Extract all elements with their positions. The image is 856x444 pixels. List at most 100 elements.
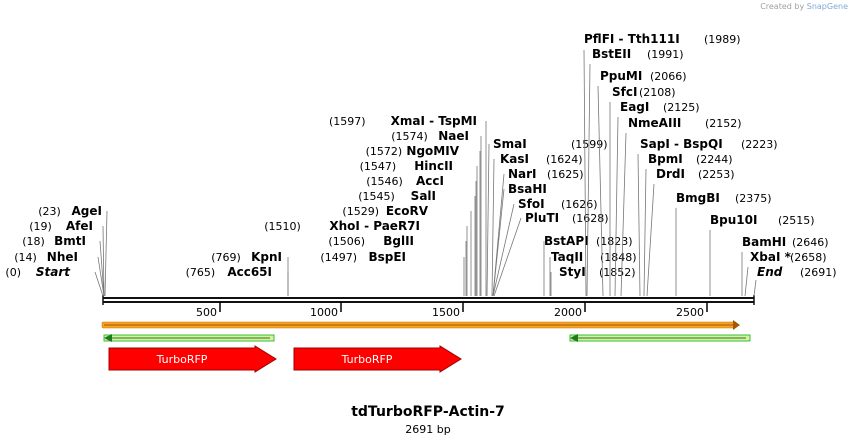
sequence-line-top <box>103 297 754 299</box>
snapgene-credit: Created by SnapGene <box>760 2 848 11</box>
restriction-site: BglII (1506) <box>328 234 467 296</box>
site-position: (1510) <box>264 220 301 233</box>
site-position: (765) <box>186 266 216 279</box>
restriction-site: HincII(1547) <box>360 159 478 296</box>
restriction-site: XmaI - TspMI(1597) <box>329 114 487 296</box>
site-leader-line <box>486 143 490 297</box>
site-leader-line <box>620 132 627 297</box>
site-name: AfeI <box>66 219 93 233</box>
site-position: (2691) <box>800 266 837 279</box>
restriction-site: NaeI (1574) <box>391 129 482 296</box>
site-leader-line <box>744 266 749 297</box>
site-position: (1506) <box>328 235 365 248</box>
site-name: Bpu10I <box>710 213 757 227</box>
site-position: (1628) <box>572 212 609 225</box>
site-position: (1624) <box>546 153 583 166</box>
site-leader-line <box>637 153 641 297</box>
ruler-tick-label: 500 <box>196 306 217 319</box>
site-position: (1626) <box>561 198 598 211</box>
restriction-site: End (2691) <box>753 265 837 297</box>
restriction-site: XhoI - PaeR7I(1510) <box>264 219 468 296</box>
site-leader-line <box>597 85 604 297</box>
site-name: NaeI <box>438 129 469 143</box>
site-leader-line <box>94 271 104 297</box>
site-name: XmaI - TspMI <box>391 114 477 128</box>
site-name: SapI - BspQI <box>640 137 723 151</box>
site-position: (2253) <box>698 168 735 181</box>
site-position: (2244) <box>696 153 733 166</box>
site-position: (2125) <box>663 101 700 114</box>
site-name: NarI <box>508 167 537 181</box>
restriction-site: AccI (1546) <box>366 174 477 296</box>
site-name: AgeI <box>72 204 102 218</box>
ruler-tick-label: 2500 <box>676 306 704 319</box>
site-name: AccI <box>416 174 444 188</box>
site-name: NgoMIV <box>406 144 459 158</box>
restriction-site: SalI (1545) <box>358 189 476 296</box>
restriction-site: StyI(1852) <box>550 265 636 296</box>
restriction-site: BsaHI <box>492 182 547 297</box>
site-name: SmaI <box>493 137 527 151</box>
site-position: (1545) <box>358 190 395 203</box>
restriction-site: BmgBI (2375) <box>675 191 772 296</box>
restriction-site: BmtI(18) <box>22 234 105 297</box>
snapgene-logo-text: SnapGene <box>806 2 848 11</box>
feature-arrow <box>108 345 277 373</box>
site-position: (14) <box>14 251 37 264</box>
feature-label: TurboRFP <box>156 353 208 366</box>
restriction-site: Bpu10I(2515) <box>709 213 815 296</box>
site-name: End <box>757 265 783 279</box>
site-leader-line <box>583 49 587 297</box>
site-position: (0) <box>5 266 21 279</box>
site-position: (1823) <box>596 235 633 248</box>
site-position: (1848) <box>600 251 637 264</box>
site-leader-line <box>97 256 105 297</box>
feature-turborfp: TurboRFP <box>293 345 462 373</box>
feature-turborfp: TurboRFP <box>108 345 277 373</box>
site-position: (1572) <box>366 145 403 158</box>
restriction-site: EagI(2125) <box>614 100 700 297</box>
site-position: (2646) <box>792 236 829 249</box>
site-name: NmeAIII <box>628 116 681 130</box>
site-name: BmgBI <box>676 191 720 205</box>
site-leader-line <box>614 116 619 297</box>
feature-label: TurboRFP <box>341 353 393 366</box>
orf-green-arrowhead-left <box>104 334 112 342</box>
ruler-tick-label: 1500 <box>432 306 460 319</box>
site-name: EcoRV <box>386 204 429 218</box>
site-position: (2152) <box>705 117 742 130</box>
site-leader-line <box>104 210 108 297</box>
site-position: (2108) <box>639 86 676 99</box>
orf-orange-arrowhead <box>733 320 740 330</box>
ruler-tick-label: 2000 <box>554 306 582 319</box>
restriction-site: BamHI(2646) <box>741 235 829 296</box>
site-name: BstEII <box>592 47 631 61</box>
orf-green-arrowhead-right <box>570 334 578 342</box>
restriction-site: XbaI *(2658) <box>744 250 827 297</box>
ruler-tick-label: 1000 <box>310 306 338 319</box>
site-leader-line <box>492 188 505 297</box>
site-name: SalI <box>411 189 436 203</box>
site-leader-line <box>753 279 757 297</box>
restriction-site: Start(0) <box>5 265 104 297</box>
site-leader-line <box>643 168 647 297</box>
site-position: (1574) <box>391 130 428 143</box>
site-name: BstAPI <box>544 234 589 248</box>
restriction-site: BpmI (2244) <box>643 152 733 297</box>
site-name: BglII <box>383 234 414 248</box>
site-name: SfoI <box>518 197 545 211</box>
site-name: Acc65I <box>227 265 272 279</box>
site-leader-line <box>102 225 105 297</box>
restriction-site: BstEII(1991) <box>586 47 684 297</box>
site-name: KasI <box>500 152 529 166</box>
site-name: BpmI <box>648 152 683 166</box>
map-length: 2691 bp <box>405 423 451 436</box>
site-position: (1625) <box>547 168 584 181</box>
site-name: TaqII <box>551 250 583 264</box>
site-position: (2223) <box>741 138 778 151</box>
site-position: (2375) <box>735 192 772 205</box>
restriction-site: BspEI(1497) <box>320 250 465 296</box>
site-position: (1546) <box>366 175 403 188</box>
site-name: SfcI <box>612 85 637 99</box>
